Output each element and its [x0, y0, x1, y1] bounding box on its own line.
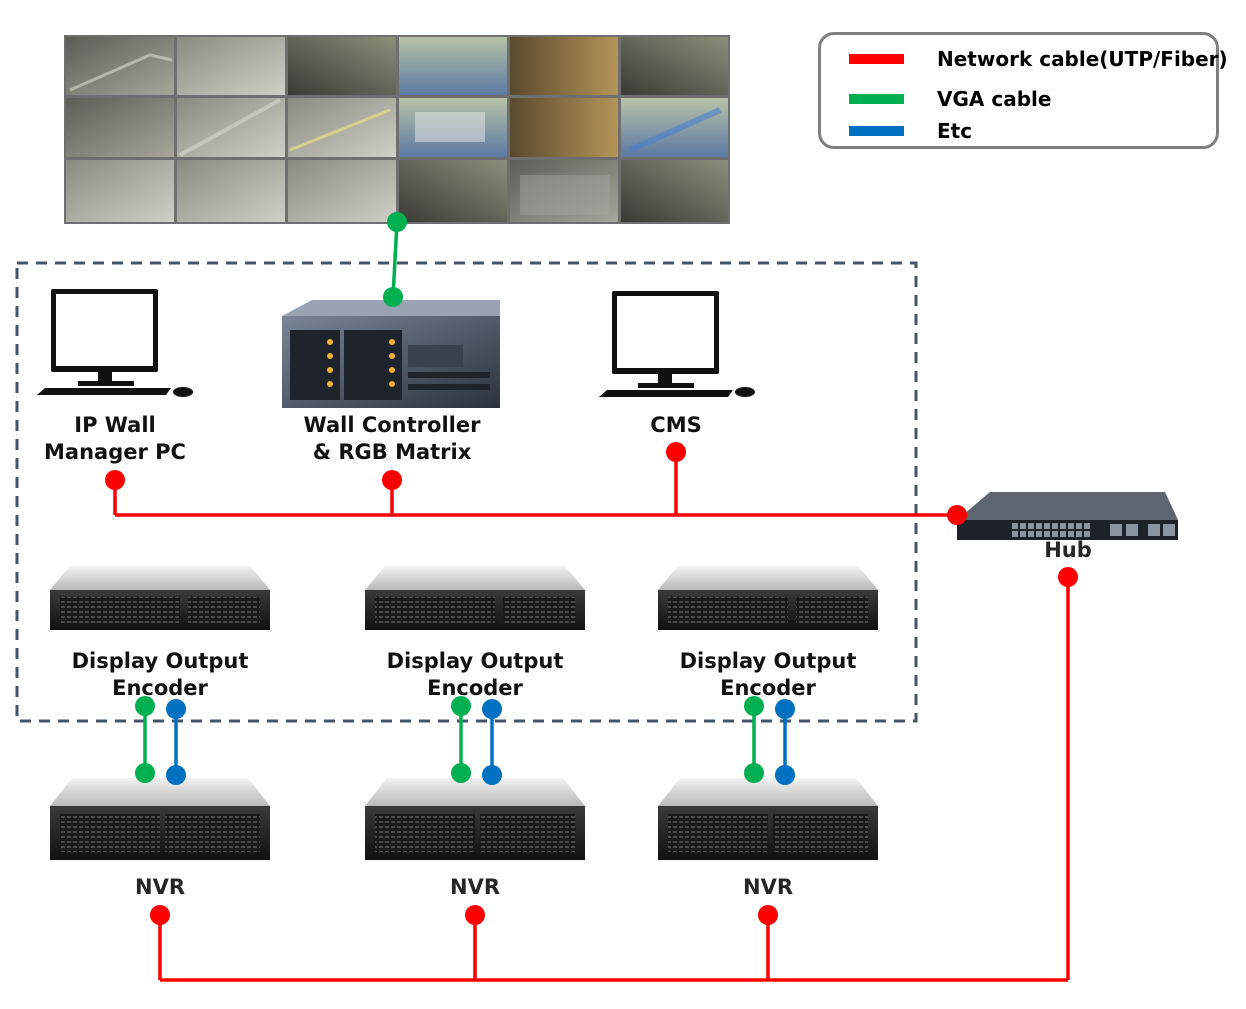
- desktop-pc-icon: [599, 291, 755, 397]
- label-line: Display Output: [679, 649, 857, 673]
- wall-controller-icon: [282, 300, 500, 408]
- label-line: Display Output: [386, 649, 564, 673]
- etc-cables: [174, 709, 787, 775]
- label-line: Manager PC: [44, 440, 186, 464]
- nvr-server-icon: [658, 778, 878, 860]
- legend-label-etc: Etc: [937, 119, 973, 143]
- label-line: CMS: [650, 413, 702, 437]
- label-wall-controller: Wall Controller & RGB Matrix: [282, 412, 502, 466]
- label-line: Display Output: [71, 649, 249, 673]
- label-line: & RGB Matrix: [312, 440, 472, 464]
- label-nvr-3: NVR: [718, 874, 818, 901]
- legend-swatch-network: [849, 54, 904, 64]
- legend-label-vga: VGA cable: [937, 87, 1052, 111]
- control-room-boundary: [15, 261, 918, 723]
- label-ip-wall-manager-pc: IP Wall Manager PC: [15, 412, 215, 466]
- label-line: NVR: [135, 875, 185, 899]
- rack-server-icon: [658, 566, 878, 630]
- label-cms: CMS: [616, 412, 736, 439]
- label-encoder-3: Display Output Encoder: [648, 648, 888, 702]
- network-switch-icon: [957, 492, 1178, 540]
- legend-swatch-etc: [849, 126, 904, 136]
- desktop-pc-icon: [37, 289, 193, 397]
- label-encoder-2: Display Output Encoder: [355, 648, 595, 702]
- legend-label-network: Network cable(UTP/Fiber): [937, 47, 1228, 71]
- label-line: NVR: [743, 875, 793, 899]
- label-line: Wall Controller: [303, 413, 481, 437]
- network-cables: [113, 452, 1070, 982]
- label-line: IP Wall: [74, 413, 156, 437]
- connection-dots: [105, 212, 1078, 925]
- label-nvr-2: NVR: [425, 874, 525, 901]
- label-hub: Hub: [1018, 537, 1118, 564]
- label-encoder-1: Display Output Encoder: [40, 648, 280, 702]
- rack-server-icon: [50, 566, 270, 630]
- legend-swatch-vga: [849, 94, 904, 104]
- label-line: Hub: [1044, 538, 1092, 562]
- video-wall-icon: [64, 35, 730, 224]
- label-line: NVR: [450, 875, 500, 899]
- nvr-server-icon: [365, 778, 585, 860]
- label-line: Encoder: [427, 676, 523, 700]
- vga-cables: [143, 221, 756, 773]
- nvr-server-icon: [50, 778, 270, 860]
- rack-server-icon: [365, 566, 585, 630]
- label-nvr-1: NVR: [110, 874, 210, 901]
- label-line: Encoder: [720, 676, 816, 700]
- label-line: Encoder: [112, 676, 208, 700]
- legend: Network cable(UTP/Fiber) VGA cable Etc: [818, 32, 1228, 149]
